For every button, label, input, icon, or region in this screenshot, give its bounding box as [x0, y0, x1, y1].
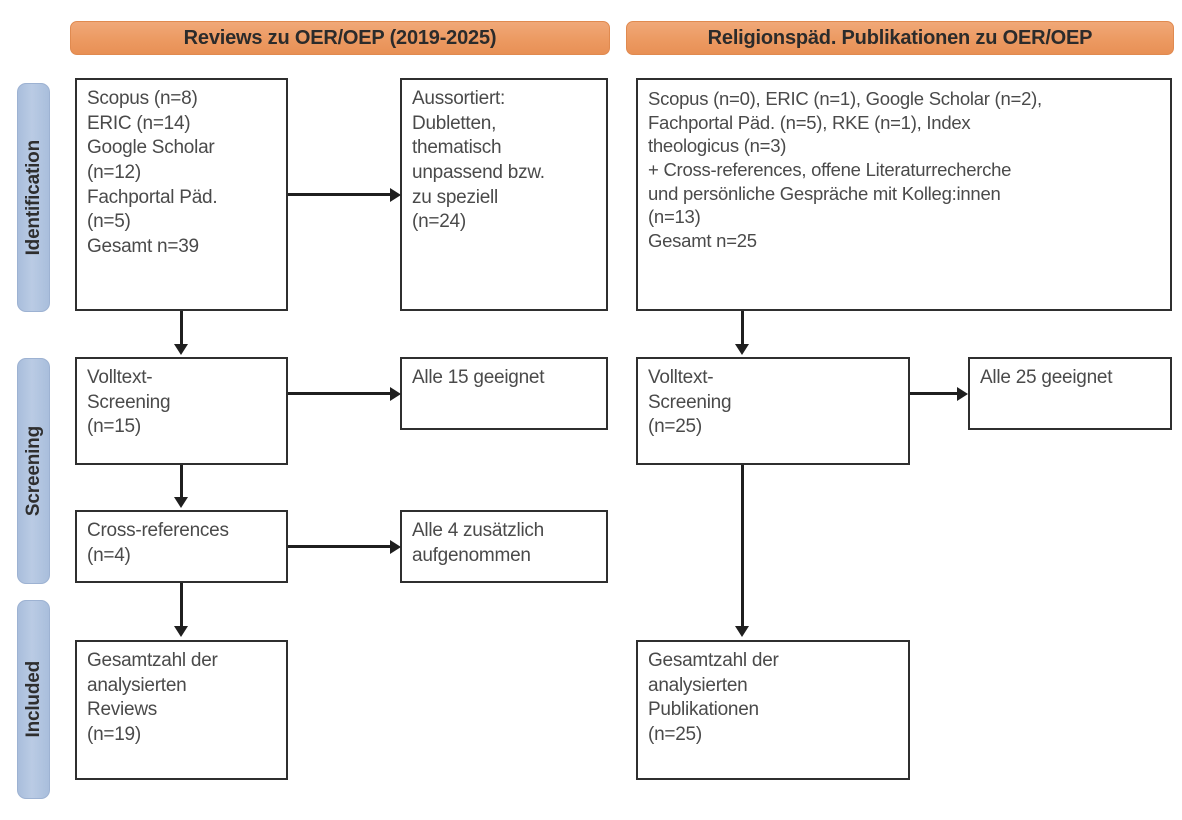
- box-right-identification-sources: Scopus (n=0), ERIC (n=1), Google Scholar…: [636, 78, 1172, 311]
- connector-right-ident-to-screening: [741, 311, 744, 346]
- arrowhead-left-ident-to-excluded: [390, 188, 401, 202]
- connector-left-screening-to-eligible: [288, 392, 392, 395]
- arrowhead-left-screening-to-crossrefs: [174, 497, 188, 508]
- connector-left-crossrefs-to-included: [180, 583, 183, 628]
- arrowhead-left-crossrefs-to-added: [390, 540, 401, 554]
- box-left-cross-references: Cross-references (n=4): [75, 510, 288, 583]
- column-header-reviews: Reviews zu OER/OEP (2019-2025): [70, 21, 610, 55]
- arrowhead-left-ident-to-screening: [174, 344, 188, 355]
- box-right-included-total: Gesamtzahl der analysierten Publikatione…: [636, 640, 910, 780]
- arrowhead-left-crossrefs-to-included: [174, 626, 188, 637]
- stage-pill-included: Included: [17, 600, 50, 799]
- connector-right-screening-to-included: [741, 465, 744, 628]
- box-right-all-eligible: Alle 25 geeignet: [968, 357, 1172, 430]
- box-left-included-total: Gesamtzahl der analysierten Reviews (n=1…: [75, 640, 288, 780]
- arrowhead-right-screening-to-included: [735, 626, 749, 637]
- connector-right-screening-to-eligible: [910, 392, 960, 395]
- box-left-identification-sources: Scopus (n=8) ERIC (n=14) Google Scholar …: [75, 78, 288, 311]
- connector-left-ident-to-excluded: [288, 193, 392, 196]
- stage-pill-identification: Identification: [17, 83, 50, 312]
- connector-left-crossrefs-to-added: [288, 545, 392, 548]
- arrowhead-left-screening-to-eligible: [390, 387, 401, 401]
- stage-label-screening: Screening: [22, 425, 44, 517]
- box-left-excluded: Aussortiert: Dubletten, thematisch unpas…: [400, 78, 608, 311]
- arrowhead-right-screening-to-eligible: [957, 387, 968, 401]
- box-left-fulltext-screening: Volltext- Screening (n=15): [75, 357, 288, 465]
- stage-label-identification: Identification: [22, 139, 44, 256]
- stage-label-included: Included: [22, 661, 44, 738]
- arrowhead-right-ident-to-screening: [735, 344, 749, 355]
- box-left-all-added: Alle 4 zusätzlich aufgenommen: [400, 510, 608, 583]
- column-header-religionspaed: Religionspäd. Publikationen zu OER/OEP: [626, 21, 1174, 55]
- connector-left-screening-to-crossrefs: [180, 465, 183, 499]
- connector-left-ident-to-screening: [180, 311, 183, 346]
- box-left-all-eligible: Alle 15 geeignet: [400, 357, 608, 430]
- stage-pill-screening: Screening: [17, 358, 50, 584]
- box-right-fulltext-screening: Volltext- Screening (n=25): [636, 357, 910, 465]
